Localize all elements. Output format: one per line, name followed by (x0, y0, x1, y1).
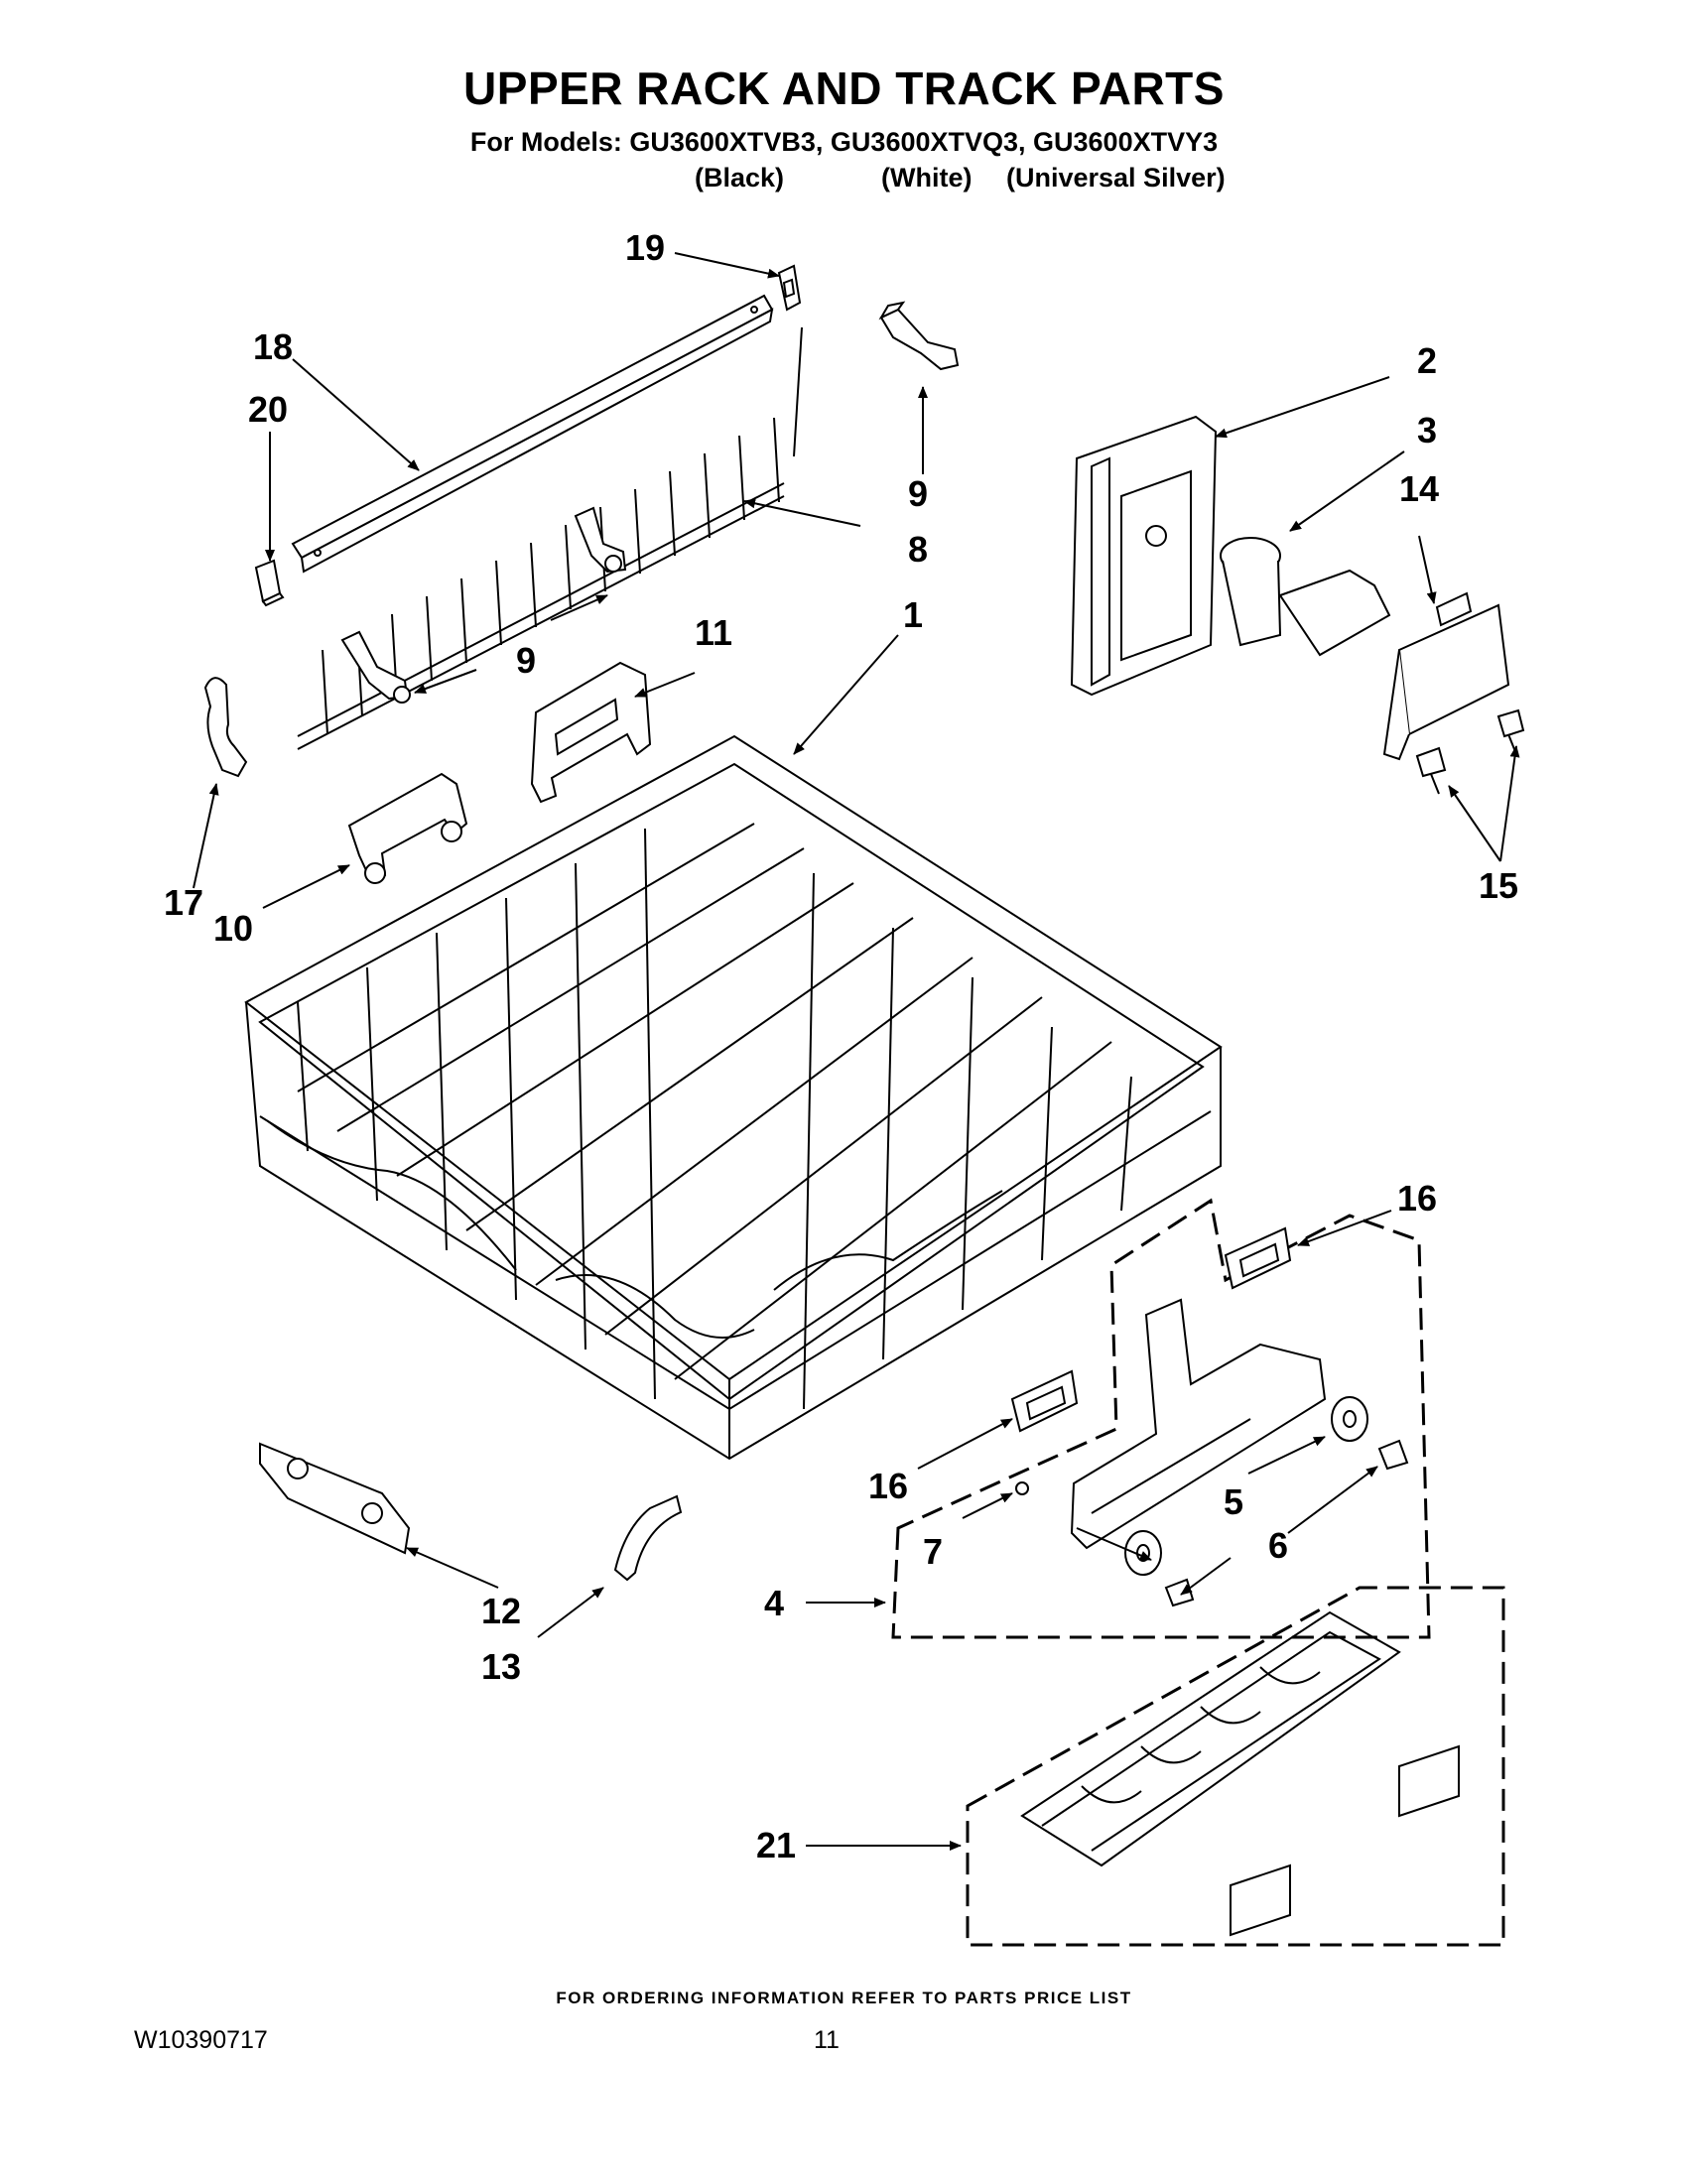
models-line: For Models: GU3600XTVB3, GU3600XTVQ3, GU… (469, 127, 1219, 157)
callout-9-upper: 9 (908, 473, 928, 514)
part-19-clip (777, 264, 802, 312)
callout-5: 5 (1224, 1481, 1243, 1522)
callout-16-upper: 16 (1397, 1178, 1437, 1219)
color-label-universal-silver: (Universal Silver) (1006, 163, 1226, 193)
part-6-axles (1164, 1439, 1409, 1607)
callout-14: 14 (1399, 468, 1439, 509)
callout-6-upper: 6 (1268, 1525, 1288, 1566)
callout-2: 2 (1417, 340, 1437, 381)
part-9-clip-lower (340, 630, 411, 704)
page-title: UPPER RACK AND TRACK PARTS (463, 63, 1225, 114)
callout-15: 15 (1479, 865, 1518, 906)
callout-1: 1 (903, 594, 923, 635)
part-17-clip (203, 677, 248, 778)
callout-13: 13 (481, 1646, 521, 1687)
part-4-track (1070, 1298, 1327, 1550)
part-9-clip-middle (574, 506, 627, 574)
part-15-screws (1415, 708, 1525, 795)
part-20-end-cap (254, 559, 285, 607)
part-21-insert (1020, 1610, 1460, 1937)
part-18-rail (291, 294, 774, 574)
callout-12: 12 (481, 1591, 521, 1631)
callout-18: 18 (253, 326, 293, 367)
part-11-adjuster (530, 661, 652, 804)
part-7-screw (1015, 1481, 1029, 1495)
part-21-kit-outline (966, 1586, 1505, 1947)
part-13-clip (613, 1494, 683, 1582)
callout-4: 4 (764, 1583, 784, 1623)
part-3-lever (1220, 537, 1391, 657)
callout-19: 19 (625, 227, 665, 268)
callout-10: 10 (213, 908, 253, 949)
callout-21: 21 (756, 1825, 796, 1865)
callout-20: 20 (248, 389, 288, 430)
callout-8: 8 (908, 529, 928, 570)
part-9-clip-upper (878, 301, 960, 371)
callout-9-lower: 9 (516, 640, 536, 681)
callout-3: 3 (1417, 410, 1437, 450)
ordering-note: FOR ORDERING INFORMATION REFER TO PARTS … (556, 1989, 1132, 2007)
leader-arrows (193, 252, 1520, 1851)
callout-16-lower: 16 (868, 1466, 908, 1506)
part-16-stops (1010, 1226, 1292, 1433)
callout-7: 7 (923, 1531, 943, 1572)
callout-17: 17 (164, 882, 203, 923)
part-14-cover (1382, 591, 1510, 761)
part-10-adjuster (347, 772, 468, 884)
color-label-white: (White) (881, 163, 973, 193)
page-number: 11 (814, 2026, 840, 2054)
document-number: W10390717 (134, 2026, 268, 2054)
part-8-tine-row (297, 326, 803, 750)
part-2-housing (1070, 415, 1218, 697)
callout-labels: 19 18 20 9 8 9 11 1 2 3 14 15 17 10 16 1… (164, 227, 1518, 1865)
color-label-black: (Black) (695, 163, 785, 193)
callout-11: 11 (695, 612, 732, 653)
part-1-upper-rack (244, 734, 1223, 1461)
part-12-track-stop (259, 1442, 411, 1555)
